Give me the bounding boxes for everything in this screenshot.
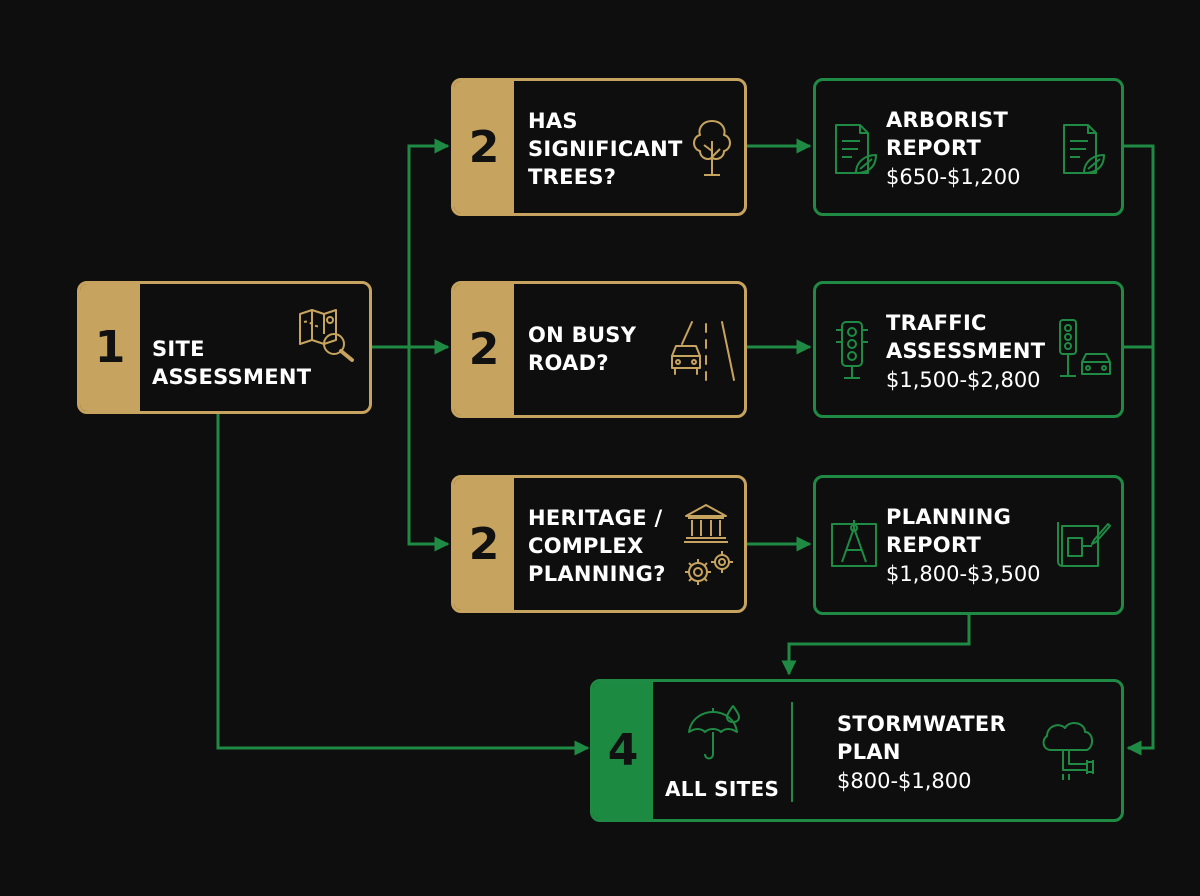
traffic-car-icon bbox=[1054, 318, 1116, 382]
connector-site-to-trees bbox=[407, 138, 450, 347]
umbrella-rain-icon bbox=[685, 704, 747, 764]
heritage-planning-box: 2 HERITAGE / COMPLEX PLANNING? bbox=[451, 475, 747, 613]
connector-planning-to-stormwater bbox=[781, 615, 971, 676]
step-number: 4 bbox=[593, 682, 653, 819]
busy-road-label: ON BUSY ROAD? bbox=[528, 323, 637, 375]
document-leaf-icon bbox=[1060, 121, 1106, 179]
arborist-report-label: ARBORIST REPORT bbox=[886, 108, 1009, 160]
heritage-planning-label: HERITAGE / COMPLEX PLANNING? bbox=[528, 506, 666, 586]
traffic-assessment-label: TRAFFIC ASSESSMENT bbox=[886, 311, 1046, 363]
gears-icon bbox=[682, 548, 736, 590]
stormwater-plan-label: STORMWATER PLAN bbox=[837, 712, 1007, 764]
traffic-light-icon bbox=[832, 320, 872, 382]
stormwater-plan-price: $800-$1,800 bbox=[837, 769, 972, 793]
connector-site-to-heritage bbox=[407, 347, 450, 552]
map-search-icon bbox=[296, 306, 358, 364]
stormwater-plan-box: 4 ALL SITES STORMWATER PLAN $800-$1,800 bbox=[590, 679, 1124, 822]
connector-site-to-stormwater bbox=[216, 414, 590, 756]
step-number: 2 bbox=[454, 478, 514, 610]
traffic-assessment-price: $1,500-$2,800 bbox=[886, 368, 1041, 392]
significant-trees-label: HAS SIGNIFICANT TREES? bbox=[528, 109, 683, 189]
busy-road-box: 2 ON BUSY ROAD? bbox=[451, 281, 747, 418]
cloud-pipe-icon bbox=[1037, 718, 1103, 788]
document-leaf-icon bbox=[832, 121, 878, 179]
drafting-compass-icon bbox=[828, 518, 884, 570]
step-number: 2 bbox=[454, 81, 514, 213]
planning-report-price: $1,800-$3,500 bbox=[886, 562, 1041, 586]
traffic-assessment-box: TRAFFIC ASSESSMENT $1,500-$2,800 bbox=[813, 281, 1124, 418]
connector-arborist-to-stormwater bbox=[1124, 144, 1155, 756]
all-sites-label: ALL SITES bbox=[665, 777, 780, 801]
blueprint-pencil-icon bbox=[1054, 516, 1112, 570]
planning-report-label: PLANNING REPORT bbox=[886, 505, 1012, 557]
step-number: 2 bbox=[454, 284, 514, 415]
significant-trees-box: 2 HAS SIGNIFICANT TREES? bbox=[451, 78, 747, 216]
step-number: 1 bbox=[80, 284, 140, 411]
arborist-report-price: $650-$1,200 bbox=[886, 165, 1021, 189]
divider bbox=[791, 702, 793, 802]
site-assessment-box: 1 SITE ASSESSMENT bbox=[77, 281, 372, 414]
arborist-report-box: ARBORIST REPORT $650-$1,200 bbox=[813, 78, 1124, 216]
tree-icon bbox=[688, 117, 736, 179]
site-assessment-label: SITE ASSESSMENT bbox=[152, 337, 312, 389]
heritage-building-icon bbox=[682, 502, 730, 544]
car-road-icon bbox=[666, 320, 736, 382]
planning-report-box: PLANNING REPORT $1,800-$3,500 bbox=[813, 475, 1124, 615]
